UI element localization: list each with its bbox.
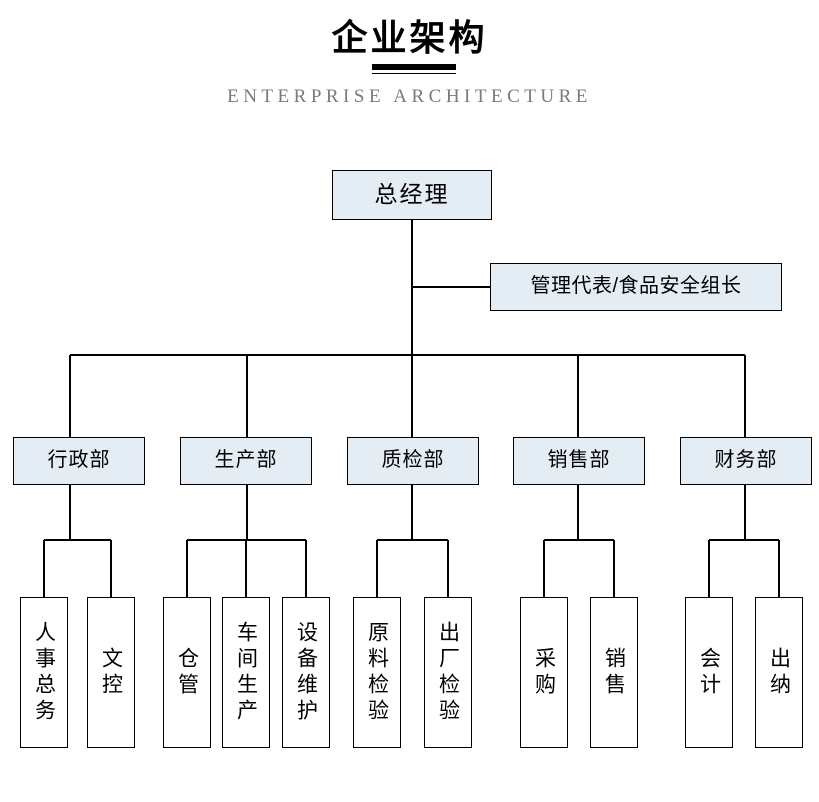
node-dept-sales[interactable]: 销售部: [513, 437, 645, 485]
node-label-dept-finance: 财务部: [714, 449, 778, 472]
node-label-leaf-hr: 人事总务: [32, 620, 56, 725]
node-label-leaf-cashier: 出纳: [767, 646, 791, 699]
node-dept-admin[interactable]: 行政部: [13, 437, 145, 485]
node-leaf-doc[interactable]: 文控: [87, 597, 135, 748]
node-label-leaf-purchase: 采购: [532, 646, 556, 699]
node-leaf-accounting[interactable]: 会计: [685, 597, 733, 748]
node-leaf-hr[interactable]: 人事总务: [20, 597, 68, 748]
node-leaf-equip[interactable]: 设备维护: [282, 597, 330, 748]
node-leaf-selling[interactable]: 销售: [590, 597, 638, 748]
node-label-leaf-equip: 设备维护: [294, 620, 318, 725]
node-label-mgmt-rep: 管理代表/食品安全组长: [530, 275, 742, 298]
node-label-leaf-outgoing: 出厂检验: [436, 620, 460, 725]
node-leaf-material[interactable]: 原料检验: [353, 597, 401, 748]
node-label-gm: 总经理: [374, 181, 450, 208]
node-label-dept-qc: 质检部: [381, 449, 445, 472]
node-label-leaf-workshop: 车间生产: [234, 620, 258, 725]
title-rule-thick: [372, 64, 456, 70]
node-gm[interactable]: 总经理: [332, 170, 492, 220]
node-label-dept-sales: 销售部: [547, 449, 611, 472]
node-dept-finance[interactable]: 财务部: [680, 437, 812, 485]
node-leaf-outgoing[interactable]: 出厂检验: [424, 597, 472, 748]
node-label-leaf-doc: 文控: [99, 646, 123, 699]
node-leaf-warehouse[interactable]: 仓管: [163, 597, 211, 748]
title-rule-thin: [372, 73, 456, 74]
node-label-leaf-warehouse: 仓管: [175, 646, 199, 699]
node-leaf-workshop[interactable]: 车间生产: [222, 597, 270, 748]
node-label-dept-prod: 生产部: [214, 449, 278, 472]
node-label-leaf-material: 原料检验: [365, 620, 389, 725]
node-leaf-cashier[interactable]: 出纳: [755, 597, 803, 748]
node-dept-prod[interactable]: 生产部: [180, 437, 312, 485]
node-label-leaf-selling: 销售: [602, 646, 626, 699]
node-label-leaf-accounting: 会计: [697, 646, 721, 699]
node-mgmt-rep[interactable]: 管理代表/食品安全组长: [490, 263, 782, 311]
chart-header: 企业架构 ENTERPRISE ARCHITECTURE: [0, 0, 819, 130]
page-subtitle: ENTERPRISE ARCHITECTURE: [227, 86, 592, 107]
node-dept-qc[interactable]: 质检部: [347, 437, 479, 485]
node-label-dept-admin: 行政部: [47, 449, 111, 472]
page-title: 企业架构: [331, 17, 488, 58]
node-leaf-purchase[interactable]: 采购: [520, 597, 568, 748]
